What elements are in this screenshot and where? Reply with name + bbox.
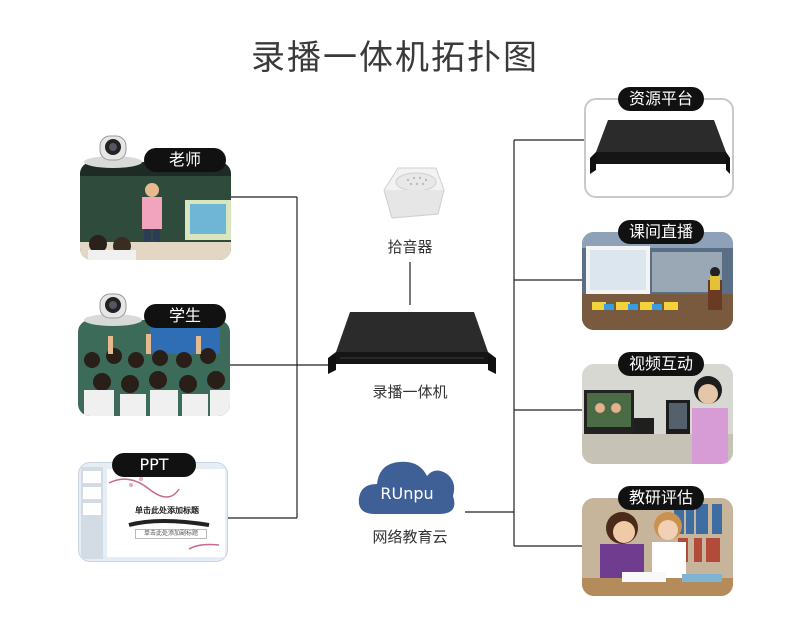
teacher-photo — [80, 162, 231, 260]
diagram-title: 录播一体机拓扑图 — [251, 38, 539, 78]
eval-photo — [582, 498, 733, 596]
video-photo — [582, 364, 733, 464]
live-photo — [582, 232, 733, 330]
label-resource: 资源平台 — [618, 87, 704, 111]
ppt-slide-subtitle: 单击此处添加副标题 — [135, 529, 207, 539]
microphone-pickup-icon — [383, 167, 445, 219]
label-video: 视频互动 — [618, 352, 704, 376]
label-teacher: 老师 — [144, 148, 226, 172]
camera-icon — [84, 293, 142, 326]
label-recording-device: 录播一体机 — [372, 383, 448, 401]
label-live: 课间直播 — [618, 220, 704, 244]
label-ppt: PPT — [112, 453, 196, 477]
ppt-screenshot: 单击此处添加标题 单击此处添加副标题 — [78, 462, 228, 562]
student-photo — [78, 320, 230, 416]
label-cloud: 网络教育云 — [372, 528, 448, 546]
cloud-brand: RUnpu — [380, 484, 434, 503]
camera-icon — [84, 135, 142, 168]
recording-device-icon — [328, 312, 496, 374]
server-icon — [590, 120, 730, 174]
label-pickup: 拾音器 — [387, 238, 433, 256]
ppt-slide-title: 单击此处添加标题 — [135, 506, 199, 515]
label-eval: 教研评估 — [618, 486, 704, 510]
cloud-icon — [358, 461, 455, 514]
label-student: 学生 — [144, 304, 226, 328]
